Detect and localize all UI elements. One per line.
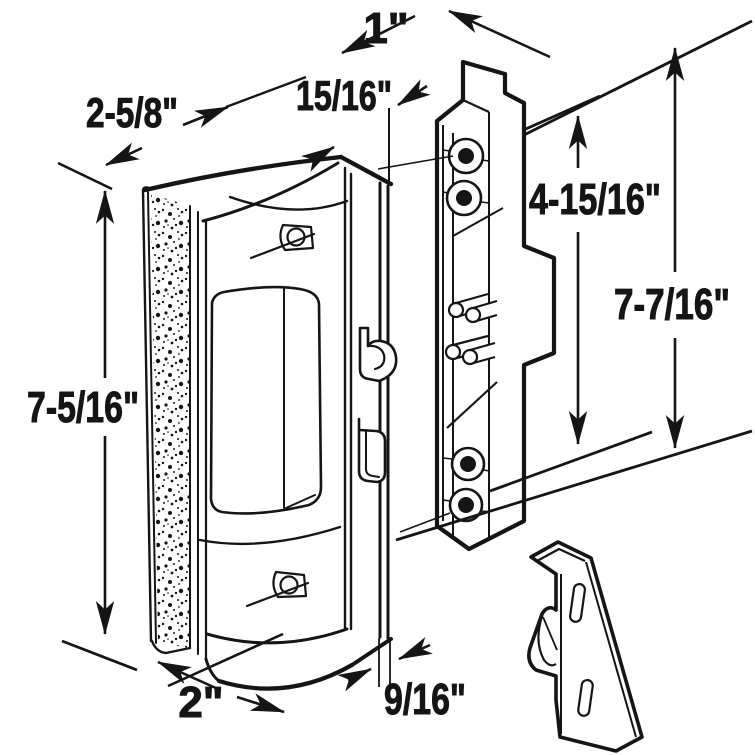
pocket-outline	[209, 285, 323, 515]
arrow-right	[398, 637, 433, 661]
strip-inner-edge	[147, 191, 157, 644]
mounting-plate	[377, 59, 557, 552]
dim-screw-span: 4-15/16"	[489, 115, 662, 493]
keeper-bracket	[527, 540, 644, 753]
bottom-extension	[395, 429, 753, 542]
screw-slot-line	[249, 232, 316, 260]
plate-pins	[444, 292, 498, 366]
pull-pocket	[198, 285, 342, 546]
dim-plate-height: 7-7/16"	[395, 47, 753, 542]
plate-upper-diagonal	[452, 207, 504, 237]
pin-cap	[444, 343, 462, 361]
handle-top-screw	[249, 223, 316, 260]
dim-label-screw-span: 4-15/16"	[529, 175, 661, 224]
dim-label-handle-face-width: 2-5/8"	[86, 89, 178, 136]
pin-cap	[447, 301, 465, 319]
pocket-ramp-edge	[285, 494, 316, 509]
plate-step-edge	[462, 99, 490, 113]
dim-label-edge-gap: 9/16"	[384, 675, 466, 724]
face-shoulder-arc	[228, 195, 349, 211]
plate-bottom-screws	[442, 446, 490, 523]
screw-top-1-center	[458, 148, 474, 164]
bottom-extension	[489, 430, 653, 493]
base-bottom-right-edge	[350, 637, 393, 667]
lower-leader-line	[399, 512, 451, 533]
dim-label-plate-height: 7-7/16"	[614, 280, 730, 329]
plate-lower-diagonal	[446, 381, 498, 429]
keeper-right-inner-edge	[585, 561, 637, 738]
tick-line	[57, 161, 113, 191]
plate-top-screws	[442, 137, 490, 217]
latch-hooks	[357, 326, 398, 484]
arrow-left	[337, 667, 372, 692]
arrow-left	[105, 142, 143, 167]
handle	[141, 154, 398, 691]
pin-cap	[461, 348, 479, 366]
arrow-right	[182, 105, 229, 128]
dim-diagonal	[167, 632, 284, 688]
upper-latch-hook	[358, 326, 398, 383]
keeper-top-inner-edge	[536, 547, 586, 562]
keeper-outline	[527, 540, 644, 753]
keeper-hook-line	[542, 616, 558, 651]
pocket-lower-shoulder	[198, 525, 342, 546]
handle-bottom-screw	[245, 570, 310, 608]
keeper-slot-bottom	[577, 678, 594, 717]
screw-top-2-center	[456, 190, 472, 206]
arrow-right	[448, 9, 551, 59]
arrow-right	[397, 79, 431, 107]
keeper-hook-curl	[537, 615, 557, 667]
arrow-left	[157, 660, 219, 691]
dim-plate-top-width: 1"	[341, 4, 551, 59]
screw-bottom-1-center	[460, 456, 476, 472]
keeper-slot-top	[569, 582, 586, 623]
dim-handle-face-width: 2-5/8"	[57, 75, 307, 191]
dim-handle-height: 7-5/16"	[27, 190, 140, 635]
tick-line	[61, 639, 138, 672]
strip-bottom-edge	[150, 639, 192, 655]
dim-label-handle-height: 7-5/16"	[27, 383, 139, 432]
arrow-left	[300, 145, 335, 172]
plate-height-top-extension-line	[499, 19, 753, 149]
dim-label-plate-top-width: 1"	[363, 4, 408, 53]
extension	[225, 75, 307, 109]
dim-jamb-offset: 15/16"	[296, 72, 431, 181]
dim-edge-gap: 9/16"	[337, 637, 467, 725]
handle-top-right-edge	[338, 154, 394, 187]
arrow-left	[341, 14, 416, 55]
upper-leader-line	[377, 155, 454, 170]
strip-outer-edge	[141, 189, 153, 643]
dim-handle-base-width: 2"	[61, 632, 285, 728]
dim-label-handle-base-width: 2"	[178, 678, 223, 727]
stipple-grip-strip	[151, 194, 190, 648]
dim-label-jamb-offset: 15/16"	[296, 72, 392, 119]
face-bottom-arc	[205, 627, 349, 645]
pin-cap	[464, 306, 482, 324]
face-top-arc	[201, 161, 340, 223]
arrow-right	[236, 693, 285, 714]
screw-bottom-2-center	[458, 497, 474, 513]
screw-slot-line	[245, 581, 310, 608]
